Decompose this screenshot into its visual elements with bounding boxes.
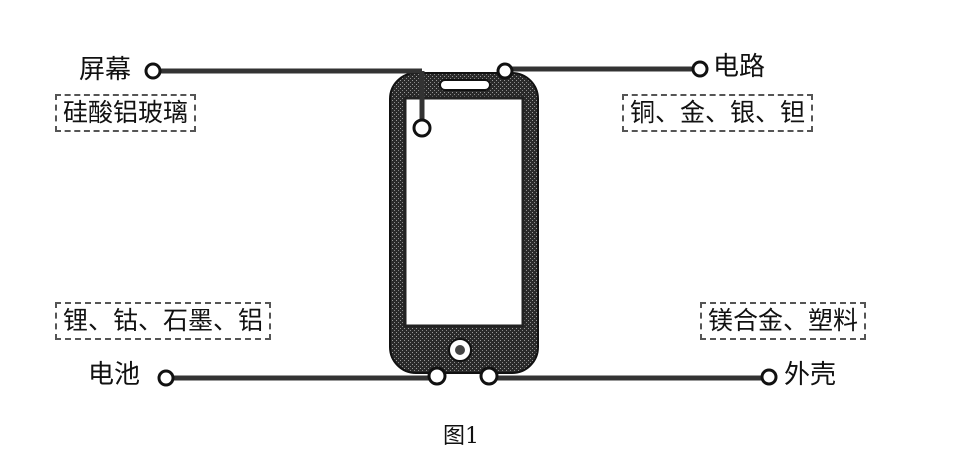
screen-label: 屏幕: [79, 55, 132, 85]
smartphone-icon: [389, 72, 539, 374]
circuit-material-box: 铜、金、银、钽: [622, 94, 814, 132]
leader-lines: [156, 66, 766, 381]
screen-material-box: 硅酸铝玻璃: [55, 94, 197, 132]
casing-label: 外壳: [784, 360, 837, 390]
circuit-label: 电路: [713, 52, 766, 82]
battery-label: 电池: [88, 360, 141, 390]
connector-points: [144, 60, 778, 387]
figure-caption: 图1: [443, 424, 479, 449]
casing-material-box: 镁合金、塑料: [700, 302, 867, 340]
battery-material-box: 锂、钴、石墨、铝: [55, 302, 272, 340]
